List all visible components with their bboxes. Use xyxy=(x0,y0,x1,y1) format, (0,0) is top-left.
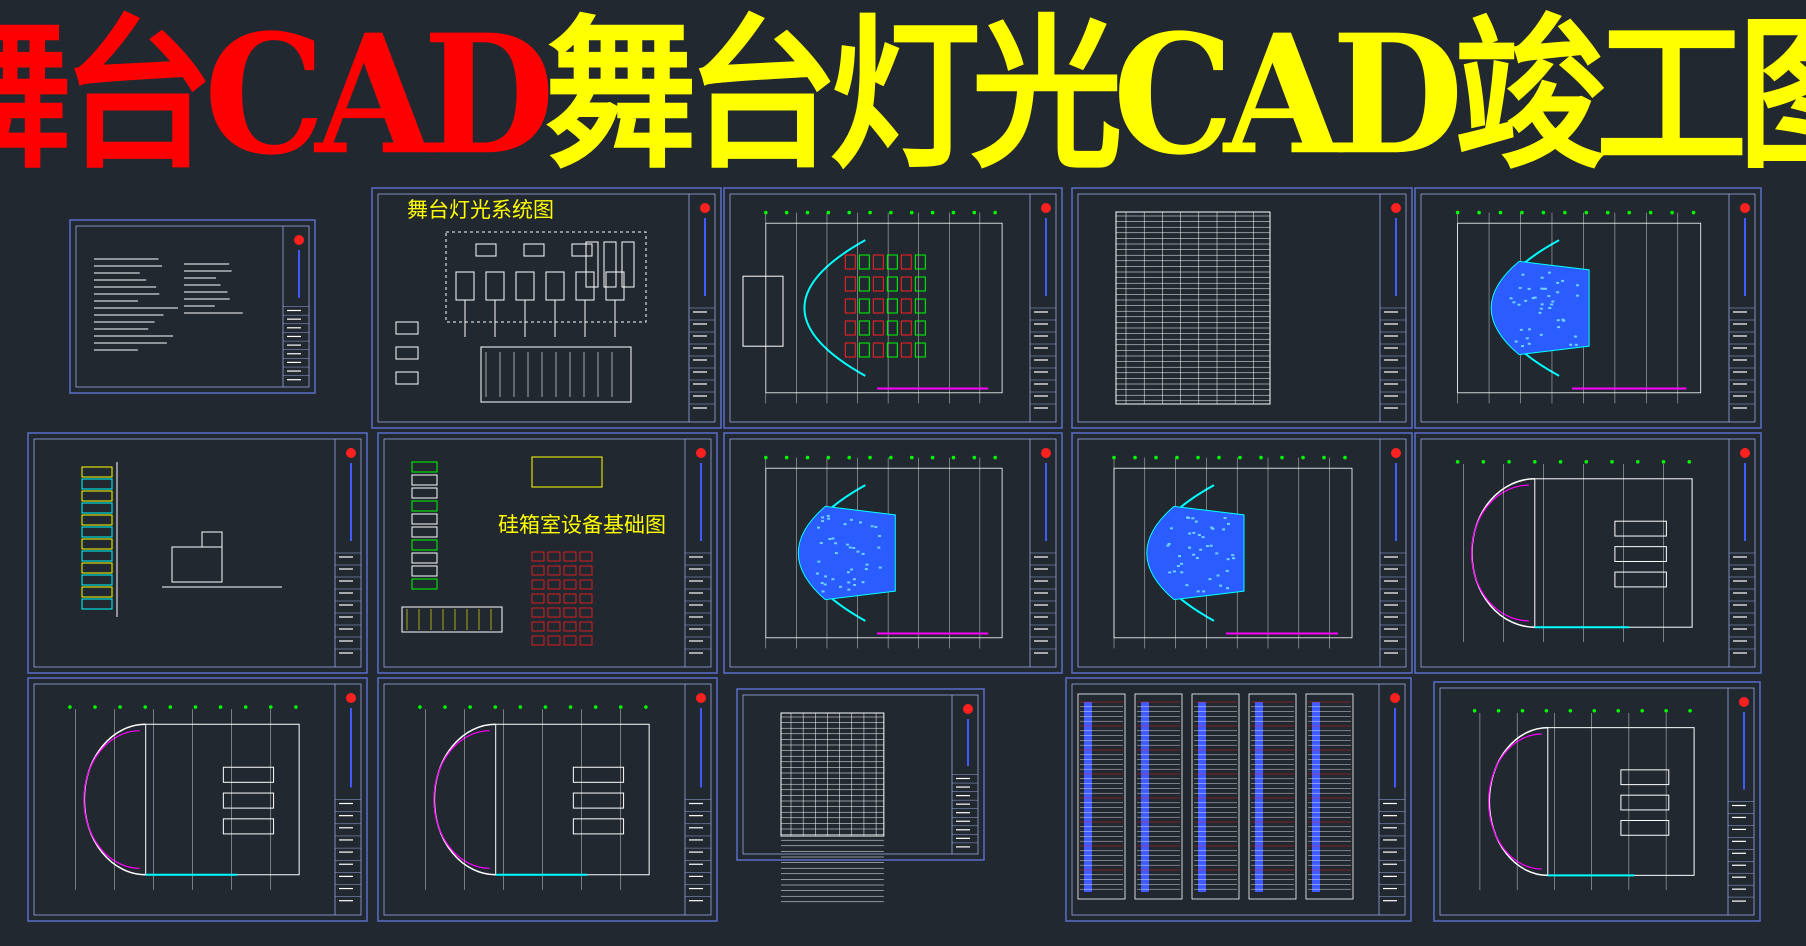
sheet-cable-schedule xyxy=(736,688,985,903)
sheet-stage-outline-plan-2 xyxy=(27,677,368,922)
sheet-section-elevation-1 xyxy=(27,432,368,674)
sheet-auditorium-plan-3 xyxy=(1071,432,1413,674)
sheet-stage-outline-plan-3 xyxy=(377,677,718,922)
sheet-equipment-schedule xyxy=(1071,187,1413,429)
sheet-auditorium-plan-blue xyxy=(1414,187,1762,429)
label-silicon-box-room: 硅箱室设备基础图 xyxy=(498,513,666,537)
sheet-stage-lighting-plan-1 xyxy=(723,187,1063,429)
banner-title-yellow: 舞台灯光CAD竣工图 xyxy=(544,0,1806,192)
sheet-stage-outline-plan-1 xyxy=(1414,432,1762,674)
banner-title: 舞台CAD舞台灯光CAD竣工图 xyxy=(0,0,1806,198)
sheet-wiring-schedules xyxy=(1065,677,1412,922)
sheet-general-notes xyxy=(69,219,316,394)
sheet-stage-fixture-plan xyxy=(1433,681,1761,922)
sheet-lighting-system-diagram xyxy=(371,187,722,429)
sheet-auditorium-plan-2 xyxy=(723,432,1063,674)
label-lighting-system: 舞台灯光系统图 xyxy=(407,198,554,222)
banner-title-red: 舞台CAD xyxy=(0,0,555,192)
sheet-silicon-box-room-foundation xyxy=(377,432,718,674)
